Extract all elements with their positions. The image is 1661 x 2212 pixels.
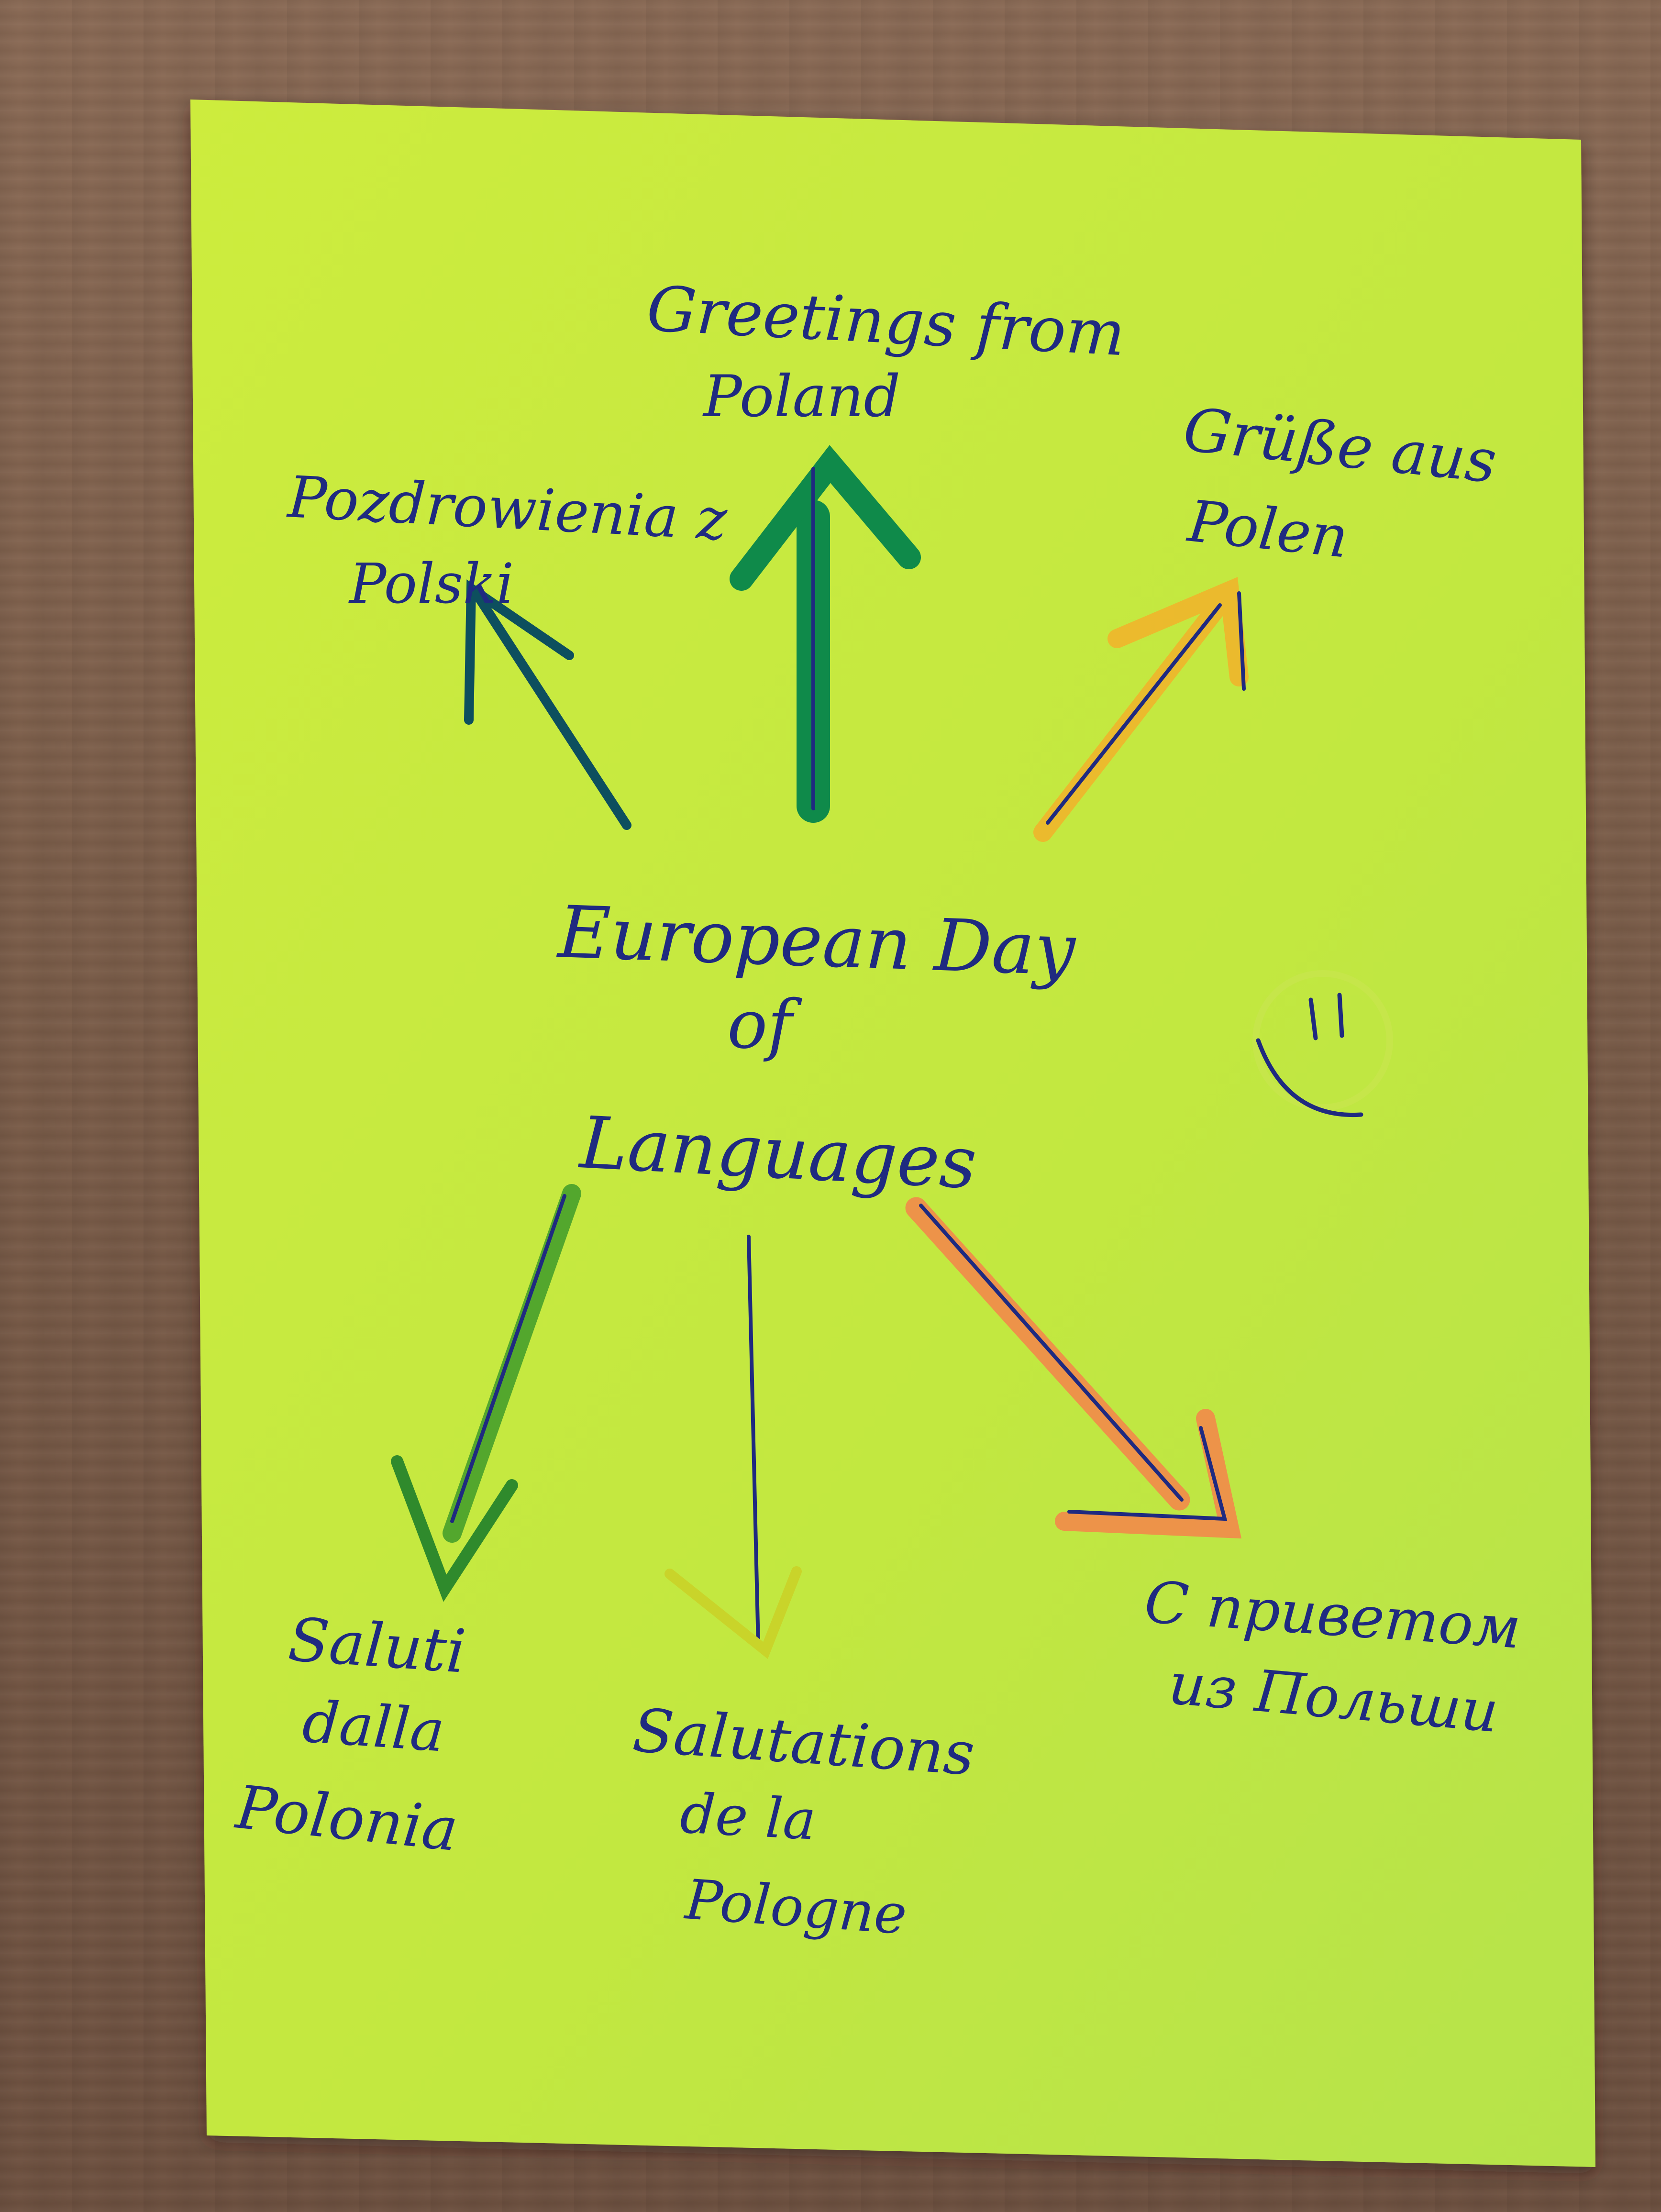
arrow-to-english	[730, 445, 921, 823]
arrow-to-russian	[905, 1197, 1242, 1539]
center-title: European Day of Languages	[555, 891, 1078, 1205]
paper-card	[190, 100, 1595, 2167]
greeting-french-line3: Pologne	[682, 1868, 909, 1947]
greeting-italian-line1: Saluti	[286, 1605, 468, 1687]
center-title-line2: of	[727, 986, 802, 1064]
center-title-line1: European Day	[555, 891, 1078, 992]
greeting-polish-line2: Polski	[348, 552, 514, 616]
arrow-to-polish	[464, 579, 631, 830]
arrow-to-french	[664, 1235, 802, 1659]
greeting-french-line2: de la	[679, 1781, 818, 1853]
greeting-english-line2: Poland	[702, 364, 900, 430]
smiley-face-doodle	[1252, 970, 1393, 1117]
greeting-italian-line2: dalla	[300, 1689, 447, 1765]
greeting-french: Salutations de la Pologne	[631, 1696, 977, 1947]
arrow-to-italian	[391, 1184, 581, 1602]
arrow-to-german	[1033, 577, 1249, 842]
